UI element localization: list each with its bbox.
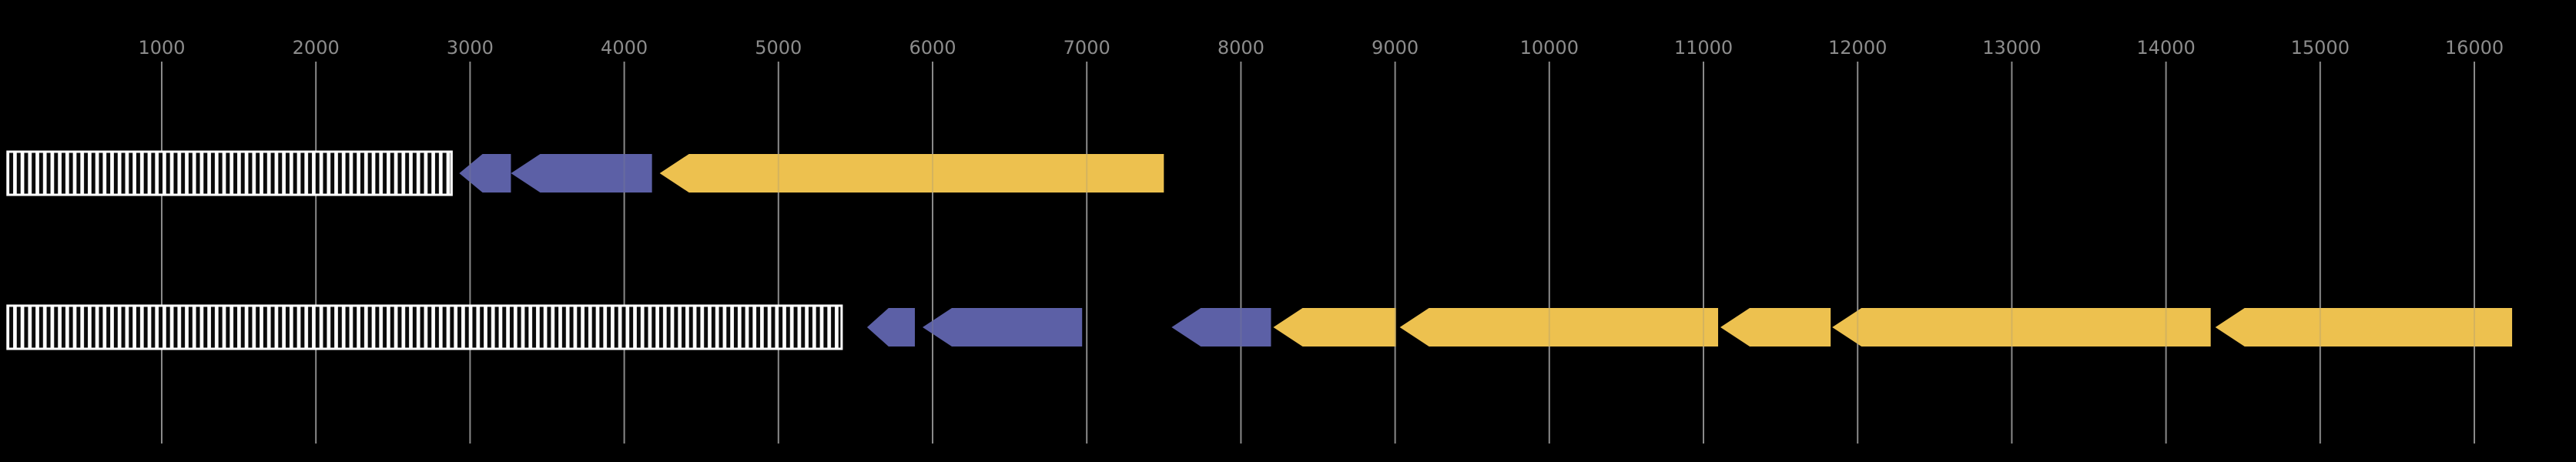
hatched-region	[6, 150, 453, 196]
axis-tick-label: 4000	[601, 37, 648, 59]
axis-tick-label: 12000	[1828, 37, 1887, 59]
axis-tick-label: 8000	[1218, 37, 1265, 59]
axis-tick-label: 3000	[447, 37, 494, 59]
gridlines	[161, 62, 2475, 444]
gene-arrow-yellow	[1273, 308, 1396, 346]
axis-tick-label: 1000	[138, 37, 185, 59]
gene-arrow-purple	[459, 154, 511, 192]
axis-tick-label: 9000	[1372, 37, 1419, 59]
axis-tick-label: 13000	[1982, 37, 2041, 59]
axis-tick-label: 15000	[2291, 37, 2350, 59]
hatched-region	[6, 304, 843, 350]
gene-arrow-purple	[1171, 308, 1271, 346]
gene-arrow-yellow	[1720, 308, 1831, 346]
gene-arrow-purple	[866, 308, 915, 346]
gene-arrow-yellow	[1832, 308, 2211, 346]
axis-tick-labels: 1000 2000 3000 4000 5000 6000 7000 8000 9000 1000…	[138, 37, 2504, 59]
axis-tick-label: 14000	[2136, 37, 2195, 59]
gene-arrow-yellow	[1399, 308, 1719, 346]
features-track-2	[6, 304, 2513, 350]
axis-tick-label: 5000	[755, 37, 802, 59]
features-track-1	[6, 150, 1164, 196]
gene-arrow-yellow	[659, 154, 1164, 192]
axis-tick-label: 2000	[293, 37, 340, 59]
axis-tick-label: 7000	[1064, 37, 1110, 59]
axis-tick-label: 16000	[2445, 37, 2504, 59]
gene-arrow-purple	[511, 154, 652, 192]
gene-arrow-purple	[922, 308, 1083, 346]
axis-tick-label: 11000	[1674, 37, 1733, 59]
gene-arrow-yellow	[2215, 308, 2513, 346]
axis-tick-label: 10000	[1520, 37, 1579, 59]
axis-tick-label: 6000	[909, 37, 956, 59]
